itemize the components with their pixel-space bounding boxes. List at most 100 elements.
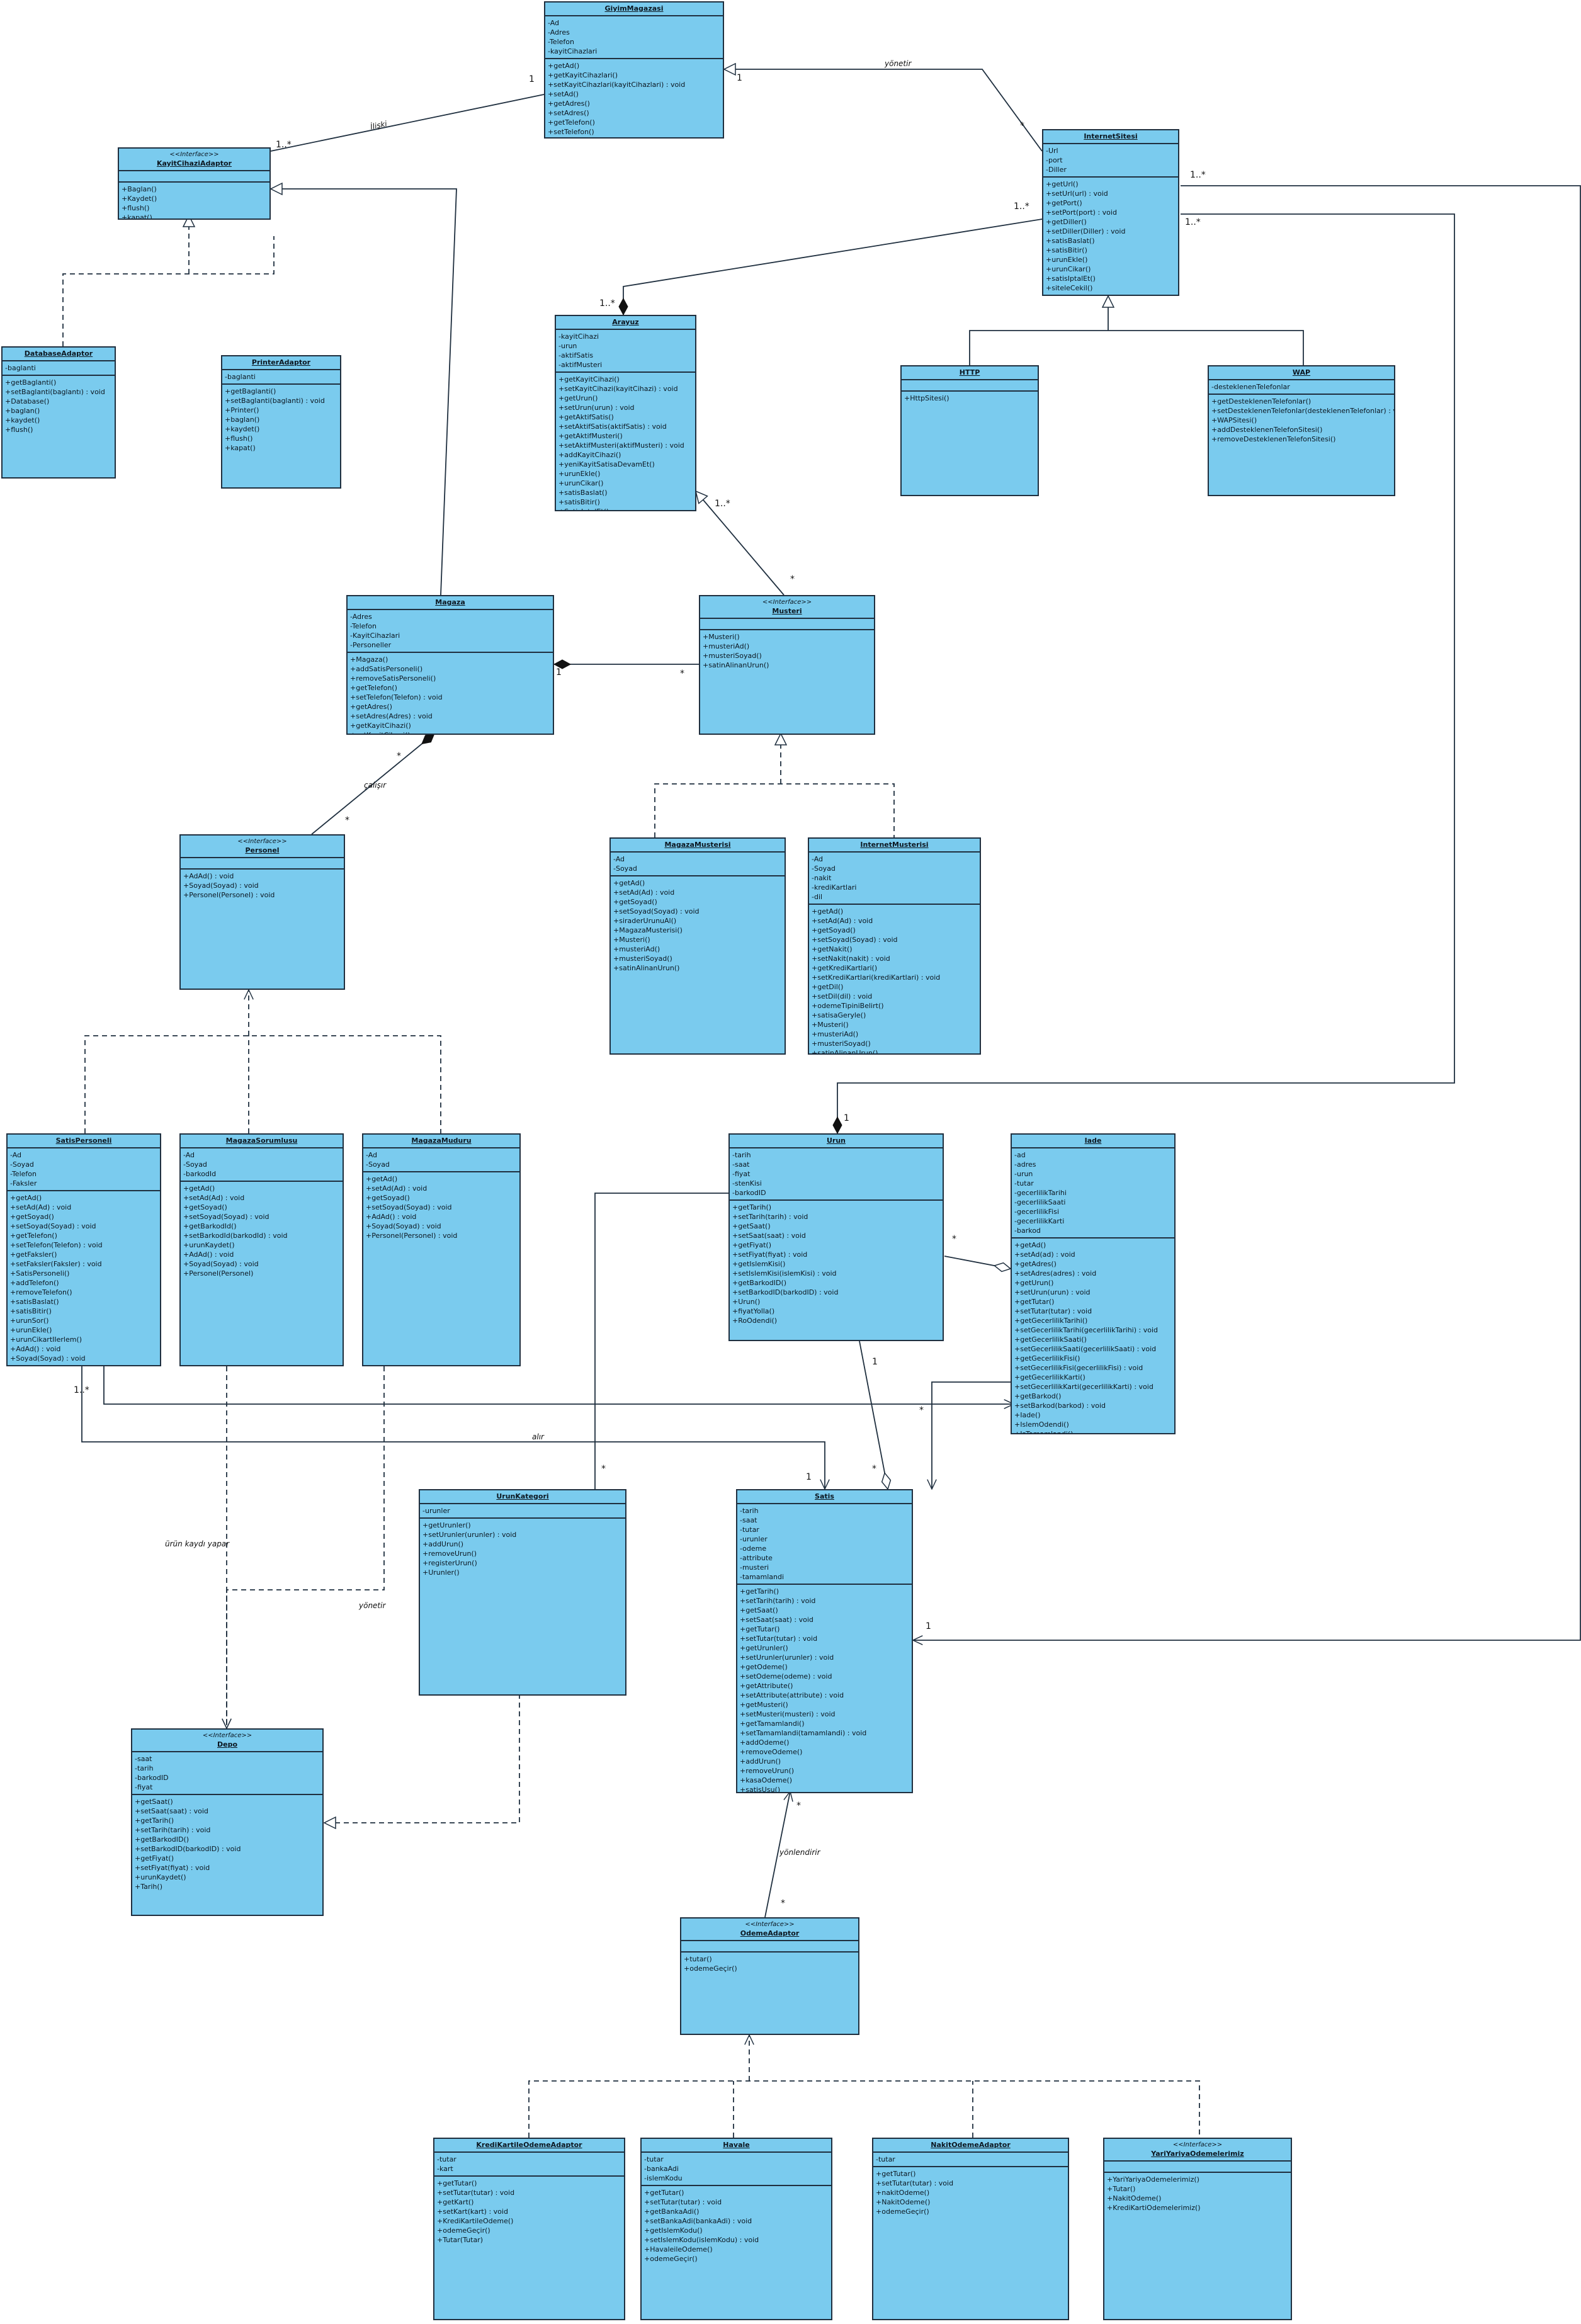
class-name: Magaza — [435, 598, 465, 606]
class-operation: +setAd(Ad) : void — [10, 1203, 72, 1211]
class-operation: +flush() — [5, 426, 33, 434]
multiplicity: * — [872, 1464, 876, 1474]
class-operation: +getKayitCihazi() — [350, 722, 411, 730]
class-operations: +AdAd() : void+Soyad(Soyad) : void+Perso… — [181, 870, 344, 902]
class-operation: +getDesteklenenTelefonlar() — [1211, 397, 1312, 405]
class-attribute: -urunler — [740, 1535, 768, 1543]
class-magaza-musterisi[interactable]: MagazaMusterisi-Ad-Soyad+getAd()+setAd(A… — [609, 837, 786, 1055]
line-mm-musteri — [654, 783, 895, 837]
class-operation: +satinAlinanUrun() — [703, 661, 769, 669]
class-nakit-odeme-adaptor[interactable]: NakitOdemeAdaptor-tutar+getTutar()+setTu… — [872, 2138, 1069, 2320]
class-urun[interactable]: Urun-tarih-saat-fiyat-stenKisi-barkodID+… — [728, 1133, 944, 1341]
class-operation: +getBaglanti() — [225, 387, 276, 395]
class-operation: +Soyad(Soyad) : void — [366, 1222, 441, 1230]
class-attribute: -Soyad — [366, 1160, 390, 1169]
class-musteri[interactable]: <<Interface>>Musteri+Musteri()+musteriAd… — [699, 595, 875, 735]
class-attribute: -Diller — [1046, 166, 1067, 174]
line-database-kayit — [62, 236, 275, 346]
class-name: InternetSitesi — [1084, 132, 1138, 140]
class-odeme-adaptor[interactable]: <<Interface>>OdemeAdaptor+tutar()+odemeG… — [680, 1917, 859, 2035]
class-kayit-cihazi-adaptor[interactable]: <<Interface>>KayitCihaziAdaptor+Baglan()… — [118, 147, 271, 220]
class-operation: +Musteri() — [812, 1021, 849, 1029]
class-operation: +getBarkod() — [1014, 1392, 1062, 1400]
multiplicity: 1 — [529, 74, 535, 84]
class-attributes — [681, 1941, 858, 1953]
class-operation: +HttpSitesi() — [904, 394, 949, 402]
class-attributes: -urunler — [420, 1504, 625, 1519]
class-operation: +setFiyat(fiyat) : void — [135, 1864, 210, 1872]
class-satis-personeli[interactable]: SatisPersoneli-Ad-Soyad-Telefon-Faksler+… — [6, 1133, 161, 1366]
line-site-arayuz — [623, 218, 1043, 315]
class-operation: +setPort(port) : void — [1046, 208, 1117, 217]
multiplicity: 1 — [806, 1472, 812, 1482]
class-header: WAP — [1209, 366, 1394, 380]
class-operation: +Soyad(Soyad) : void — [183, 1260, 259, 1268]
class-iade[interactable]: Iade-ad-adres-urun-tutar-gecerlilikTarih… — [1011, 1133, 1176, 1434]
class-database-adaptor[interactable]: DatabaseAdaptor-baglanti+getBaglanti()+s… — [1, 346, 116, 479]
class-header: <<Interface>>Personel — [181, 836, 344, 858]
class-operation: +setBarkodID(barkodID) : void — [135, 1845, 241, 1853]
multiplicity: 1 — [844, 1113, 849, 1123]
class-operations: +getAd()+setAd(Ad) : void+getSoyad()+set… — [611, 876, 785, 975]
class-magaza-muduru[interactable]: MagazaMuduru-Ad-Soyad+getAd()+setAd(Ad) … — [362, 1133, 521, 1366]
class-arayuz[interactable]: Arayuz-kayitCihazi-urun-aktifSatis-aktif… — [555, 315, 696, 511]
class-printer-adaptor[interactable]: PrinterAdaptor-baglanti+getBaglanti()+se… — [221, 355, 341, 489]
class-magaza[interactable]: Magaza-Adres-Telefon-KayitCihazlari-Pers… — [346, 595, 554, 735]
class-wap[interactable]: WAP-desteklenenTelefonlar+getDesteklenen… — [1208, 365, 1395, 496]
class-operation: +satisBitir() — [1046, 246, 1087, 254]
class-operations: +getTarih()+setTarih(tarih) : void+getSa… — [737, 1585, 912, 1792]
class-name: DatabaseAdaptor — [24, 349, 93, 358]
class-operation: +getAttribute() — [740, 1682, 793, 1690]
class-operation: +setKart(kart) : void — [437, 2208, 508, 2216]
class-operations: +getAd()+setAd(Ad) : void+getSoyad()+set… — [363, 1172, 519, 1242]
class-havale[interactable]: Havale-tutar-bankaAdi-islemKodu+getTutar… — [640, 2138, 832, 2320]
class-operation: +baglan() — [225, 416, 260, 424]
class-satis[interactable]: Satis-tarih-saat-tutar-urunler-odeme-att… — [736, 1489, 913, 1793]
class-attributes: -tarih-saat-tutar-urunler-odeme-attribut… — [737, 1504, 912, 1585]
class-operation: +getFiyat() — [135, 1854, 174, 1862]
class-yari-yariya-odemelerimiz[interactable]: <<Interface>>YariYariyaOdemelerimiz+Yari… — [1103, 2138, 1292, 2320]
class-internet-musterisi[interactable]: InternetMusterisi-Ad-Soyad-nakit-krediKa… — [808, 837, 981, 1055]
class-urun-kategori[interactable]: UrunKategori-urunler+getUrunler()+setUru… — [419, 1489, 626, 1696]
class-attribute: -ad — [1014, 1151, 1026, 1159]
class-attribute: -barkod — [1014, 1227, 1041, 1235]
class-giyim-magazasi[interactable]: GiyimMagazasi-Ad-Adres-Telefon-kayitCiha… — [544, 1, 724, 139]
class-operation: +Urun() — [732, 1298, 761, 1306]
class-operation: +setFaksler(Faksler) : void — [10, 1260, 102, 1268]
class-personel[interactable]: <<Interface>>Personel +AdAd() : void+Soya… — [179, 834, 345, 990]
class-attribute: -gecerlilikFisi — [1014, 1208, 1060, 1216]
class-operation: +setAd(Ad) : void — [812, 917, 873, 925]
class-stereotype: <<Interface>> — [169, 151, 219, 158]
class-http[interactable]: HTTP+HttpSitesi() — [900, 365, 1039, 496]
class-operation: +yeniKayitSatisaDevamEt() — [558, 460, 655, 468]
line-odeme-realize — [528, 2080, 1200, 2138]
line-urun-satis — [859, 1341, 888, 1489]
class-kredi-karti-odeme-adaptor[interactable]: KrediKartileOdemeAdaptor-tutar-kart+getT… — [433, 2138, 625, 2320]
class-attributes: -Ad-Soyad — [611, 853, 785, 876]
class-operation: +setKrediKartlari(krediKartlari) : void — [812, 973, 941, 982]
class-attribute: -krediKartlari — [812, 883, 857, 892]
class-operation: +setAktifSatis(aktifSatis) : void — [558, 422, 667, 431]
class-attributes — [902, 380, 1038, 392]
class-attribute: -tutar — [876, 2155, 895, 2163]
multiplicity: * — [601, 1464, 606, 1474]
class-internet-sitesi[interactable]: InternetSitesi-Url-port-Diller+getUrl()+… — [1042, 129, 1179, 296]
class-operation: +setTarih(tarih) : void — [135, 1826, 211, 1834]
class-operation: +satisBaslat() — [10, 1298, 59, 1306]
class-operation: +getAdres() — [548, 99, 590, 108]
class-magaza-sorumlusu[interactable]: MagazaSorumlusu-Ad-Soyad-barkodId+getAd(… — [179, 1133, 344, 1366]
class-attribute: -aktifSatis — [558, 351, 594, 360]
class-operation: +setBaglanti(baglantı) : void — [5, 388, 105, 396]
class-header: Magaza — [348, 596, 553, 610]
class-attribute: -Soyad — [10, 1160, 34, 1169]
class-operation: +setAdres(Adres) : void — [350, 712, 433, 720]
multiplicity: * — [952, 1234, 956, 1244]
class-operation: +Database() — [5, 397, 50, 405]
class-operations: +getTutar()+setTutar(tutar) : void+nakit… — [873, 2167, 1068, 2218]
class-operation: +setUrunler(urunler) : void — [422, 1531, 517, 1539]
class-depo[interactable]: <<Interface>>Depo-saat-tarih-barkodID-fi… — [131, 1728, 324, 1916]
multiplicity: * — [1020, 121, 1024, 131]
class-header: <<Interface>>Depo — [132, 1730, 322, 1752]
class-operation: +setSoyad(Soyad) : void — [183, 1213, 269, 1221]
